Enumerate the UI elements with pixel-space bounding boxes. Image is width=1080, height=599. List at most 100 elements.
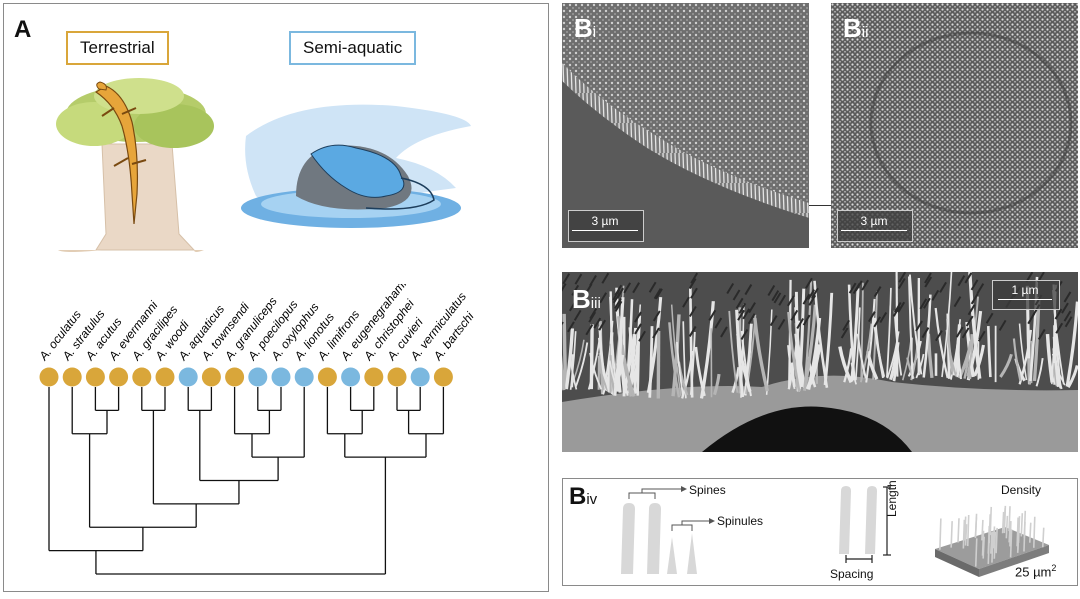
bi-bii-connector [809, 205, 831, 206]
biii-background-hair [807, 289, 816, 301]
density-spine [974, 517, 978, 539]
biii-spine [843, 348, 853, 383]
biii-background-hair [976, 283, 985, 295]
biii-background-hair [802, 293, 811, 305]
biii-background-hair [970, 279, 979, 291]
biii-background-hair [924, 276, 933, 288]
density-spine [993, 531, 997, 559]
spines-label: Spines [689, 483, 726, 497]
biii-background-hair [898, 272, 907, 283]
biii-background-hair [738, 302, 747, 314]
biii-spine [589, 352, 603, 390]
biii-background-hair [967, 304, 976, 316]
biii-spine [873, 317, 885, 379]
biii-background-hair [897, 301, 906, 313]
biii-spine [753, 317, 770, 392]
biii-background-hair [599, 292, 608, 304]
species-habitat-dot [410, 367, 430, 387]
biii-background-hair [588, 311, 597, 323]
biii-background-hair [935, 330, 943, 342]
biii-spine [934, 307, 949, 379]
biii-spine [574, 342, 589, 388]
semiaquatic-rock-lizard-illustration [241, 104, 471, 228]
biii-background-hair [802, 314, 811, 326]
panel-a-label: A [14, 16, 32, 43]
biii-background-hair [778, 294, 787, 306]
density-spine [1016, 517, 1019, 547]
spacing-label: Spacing [830, 567, 874, 581]
density-spine [957, 518, 960, 543]
density-label: Density [1001, 483, 1042, 497]
sem-bii-texture [831, 3, 1078, 248]
biii-spine [908, 274, 923, 375]
biii-background-hair [957, 275, 966, 287]
biii-background-hair [688, 278, 697, 290]
biii-background-hair [939, 281, 947, 293]
biii-spine [1018, 323, 1028, 381]
biii-spine [941, 272, 953, 378]
biii-background-hair [924, 272, 932, 284]
biv-label: Biv [569, 483, 598, 510]
biii-spine [597, 337, 611, 393]
density-spine [963, 516, 967, 541]
biii-background-hair [562, 273, 571, 285]
density-spine [962, 519, 966, 549]
panel-biv-schematic: Biv Spines Spinules Length Spacing Densi… [562, 478, 1078, 586]
biii-background-hair [955, 326, 964, 338]
biii-background-hair [655, 288, 663, 300]
biii-background-hair [985, 312, 994, 324]
species-habitat-dot [178, 367, 198, 387]
biii-background-hair [854, 280, 863, 292]
biii-spine [787, 311, 801, 392]
biii-background-hair [953, 296, 962, 308]
biii-label: Biii [572, 284, 601, 314]
biii-background-hair [1063, 291, 1072, 303]
biii-background-hair [737, 309, 745, 321]
semiaquatic-label: Semi-aquatic [289, 31, 417, 65]
biii-spine [743, 323, 753, 396]
biii-background-hair [585, 324, 594, 336]
biii-background-hair [638, 330, 646, 342]
species-habitat-dot [85, 367, 105, 387]
density-spine [1005, 515, 1009, 539]
species-habitat-dot [433, 367, 453, 387]
biii-spine [968, 272, 982, 379]
biii-background-hair [879, 311, 888, 323]
biii-background-hair [1037, 328, 1046, 340]
biii-spine [1027, 358, 1032, 385]
biii-background-hair [740, 328, 749, 340]
biii-background-hair [1061, 302, 1069, 314]
biii-background-hair [921, 327, 930, 339]
biii-spine [670, 304, 682, 396]
biii-background-hair [689, 305, 697, 318]
terrestrial-tree-lizard-illustration [56, 78, 214, 252]
biii-background-hair [742, 308, 751, 320]
biii-background-hair [652, 327, 660, 339]
biii-spine [735, 309, 745, 398]
biii-background-hair [690, 272, 699, 284]
biii-background-hair [919, 298, 928, 310]
biii-spine [648, 326, 654, 398]
species-habitat-dot [271, 367, 291, 387]
biii-background-hair [790, 309, 799, 321]
biii-background-hair [915, 320, 923, 332]
biii-background-hair [868, 311, 876, 323]
sem-image-bii: Bii 3 µm [831, 3, 1078, 248]
biii-background-hair [623, 282, 632, 294]
biii-background-hair [893, 301, 902, 313]
biii-background-hair [708, 309, 717, 321]
biii-spine [1045, 333, 1054, 383]
biii-background-hair [773, 292, 782, 304]
biii-background-hair [998, 319, 1007, 331]
density-spine [966, 514, 970, 547]
density-spine [981, 530, 985, 556]
biii-spine [1051, 353, 1066, 386]
biii-background-hair [720, 326, 728, 338]
bi-scale-box [568, 210, 644, 242]
biii-background-hair [897, 278, 906, 290]
biii-spine [986, 326, 992, 378]
biii-background-hair [808, 294, 817, 306]
terrestrial-label: Terrestrial [66, 31, 169, 65]
species-habitat-dot [39, 367, 59, 387]
biii-background-hair [1054, 308, 1063, 320]
